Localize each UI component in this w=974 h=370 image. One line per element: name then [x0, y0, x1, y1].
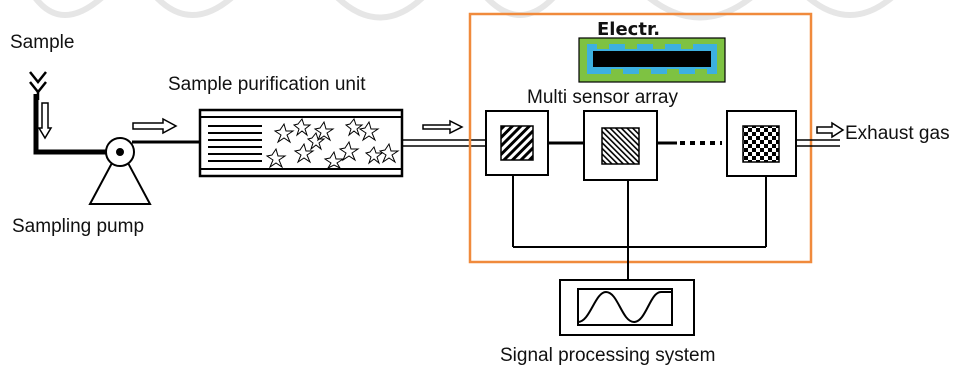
purification-unit [198, 108, 404, 178]
exhaust-arrow-icon [816, 121, 845, 139]
purifier-to-sensor-tube [402, 139, 486, 147]
sampling-pump-icon [88, 137, 152, 205]
signal-processing-label: Signal processing system [500, 345, 715, 366]
filter-lines [208, 125, 262, 162]
exhaust-gas-label: Exhaust gas [845, 123, 950, 144]
multi-sensor-array-label: Multi sensor array [527, 87, 678, 108]
waveform-icon [577, 290, 672, 324]
adsorbent-stars [265, 117, 400, 170]
flow-arrow-icon [132, 117, 178, 135]
purification-unit-label: Sample purification unit [168, 74, 366, 95]
flow-arrow-icon [422, 119, 464, 135]
signal-processor [559, 279, 695, 336]
inlet-down-arrow-icon [37, 102, 53, 140]
exhaust-tube [796, 139, 840, 147]
sample-label: Sample [10, 32, 74, 53]
sampling-pump-label: Sampling pump [12, 216, 144, 237]
inlet-tube [33, 94, 112, 155]
electrode-label: Electr. [597, 19, 660, 40]
sensor-2 [583, 110, 658, 181]
sensor-1 [485, 110, 549, 176]
electrode-icon [578, 37, 726, 83]
signal-wiring [512, 175, 767, 280]
sensor-n [726, 110, 797, 177]
sensor-chamber-border [468, 12, 813, 264]
